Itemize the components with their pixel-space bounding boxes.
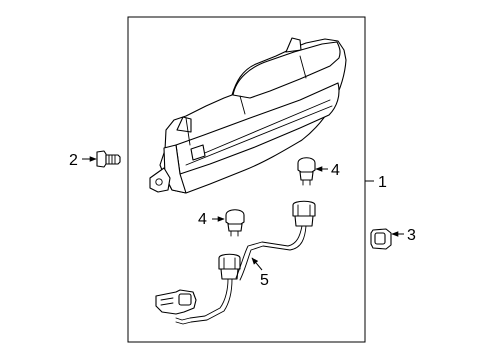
assembly-frame bbox=[127, 16, 366, 343]
bolt-part bbox=[96, 150, 121, 168]
callout-5-leader bbox=[251, 257, 263, 271]
socket-part bbox=[370, 228, 392, 250]
bulb-upper-part bbox=[297, 157, 316, 186]
wire-harness-part bbox=[155, 200, 316, 325]
bulb-lower-part bbox=[225, 209, 245, 237]
callout-1: 1 bbox=[378, 174, 387, 191]
callout-3: 3 bbox=[407, 227, 416, 244]
callout-5: 5 bbox=[260, 272, 269, 289]
callout-2: 2 bbox=[69, 152, 78, 169]
lamp-housing bbox=[149, 37, 347, 194]
callout-4-lower: 4 bbox=[198, 211, 207, 228]
callout-4-upper: 4 bbox=[331, 162, 340, 179]
